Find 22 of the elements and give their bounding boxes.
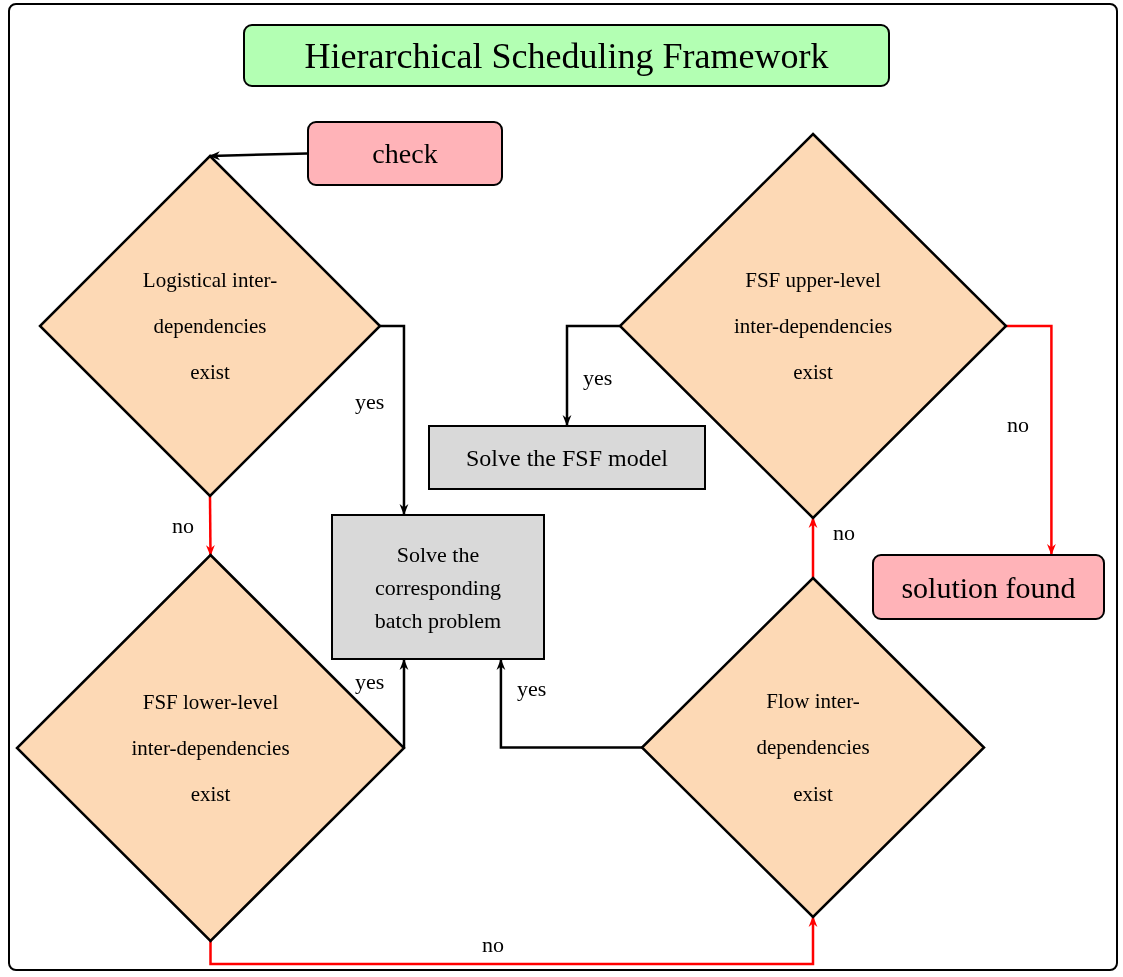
node-text: Solve the corresponding batch problem — [373, 540, 503, 635]
arrow — [380, 324, 409, 516]
arrow — [562, 324, 620, 427]
arrow — [808, 516, 818, 578]
decision-text: Logistical inter-dependencies exist — [141, 266, 279, 387]
arrow — [496, 658, 642, 749]
arrow — [1006, 324, 1056, 556]
node-text: Solve the FSF model — [465, 443, 669, 473]
decision-text: Flow inter-dependencies exist — [755, 688, 871, 808]
decision-text: FSF lower-level inter-dependencies exist — [130, 688, 291, 809]
node-text: solution found — [900, 569, 1077, 606]
arrow — [206, 496, 215, 557]
arrow — [399, 658, 409, 748]
process-box — [428, 425, 706, 490]
title-banner: Hierarchical Scheduling Framework — [243, 24, 890, 87]
arrow — [208, 151, 308, 161]
terminal-box — [872, 554, 1105, 620]
process-box — [331, 514, 545, 660]
decision-text: FSF upper-level inter-dependencies exist — [732, 266, 894, 387]
arrow — [209, 915, 818, 966]
node-text: check — [371, 136, 439, 171]
terminal-box — [307, 121, 503, 186]
